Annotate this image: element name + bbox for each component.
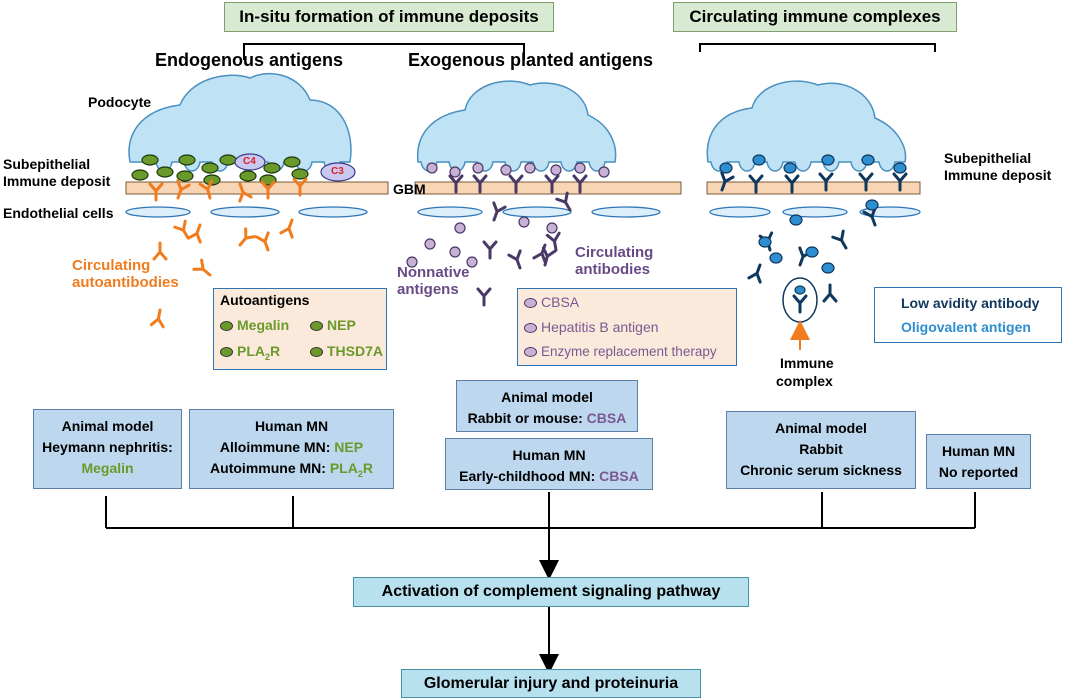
c4-complement bbox=[234, 153, 266, 171]
planted-antigens-box: CBSA Hepatitis B antigen Enzyme replacem… bbox=[517, 288, 737, 366]
green-dot-icon bbox=[310, 321, 323, 332]
purple-dot-icon bbox=[524, 298, 537, 309]
label-subepithelial-right-1: Subepithelial bbox=[944, 150, 1032, 166]
box-human-mn-endogenous: Human MN Alloimmune MN: NEP Autoimmune M… bbox=[189, 409, 394, 489]
green-dot-icon bbox=[310, 347, 323, 358]
planted-cbsa: CBSA bbox=[524, 294, 579, 310]
planted-antigens bbox=[406, 162, 610, 268]
box-animal-model-endogenous: Animal model Heymann nephritis: Megalin bbox=[33, 409, 182, 489]
endothelial-middle bbox=[417, 206, 661, 218]
gbm-right bbox=[706, 181, 921, 195]
column-endogenous: Endogenous antigens bbox=[155, 50, 344, 70]
gbm-left bbox=[125, 181, 389, 195]
label-subepithelial-right-2: Immune deposit bbox=[944, 167, 1052, 183]
endothelial-left bbox=[125, 206, 368, 218]
injury-box: Glomerular injury and proteinuria bbox=[401, 669, 701, 698]
header-in-situ: In-situ formation of immune deposits bbox=[224, 2, 554, 32]
box-animal-model-exogenous: Animal model Rabbit or mouse: CBSA bbox=[456, 380, 638, 432]
podocyte-middle bbox=[416, 80, 617, 172]
c3-complement bbox=[320, 162, 356, 182]
purple-dot-icon bbox=[524, 323, 537, 334]
activation-box: Activation of complement signaling pathw… bbox=[353, 577, 749, 607]
green-dot-icon bbox=[220, 347, 233, 358]
bracket-circulating bbox=[699, 43, 936, 52]
podocyte-left bbox=[128, 72, 352, 172]
podocyte-right bbox=[706, 80, 907, 172]
header-circulating: Circulating immune complexes bbox=[673, 2, 957, 32]
label-gbm: GBM bbox=[393, 181, 426, 197]
autoantigens-title: Autoantigens bbox=[220, 292, 310, 308]
label-nonnative-1: Nonnative bbox=[397, 264, 470, 281]
autoantigens-box: Autoantigens Megalin NEP PLA2R THSD7A bbox=[213, 288, 387, 370]
legend-box: Low avidity antibody Oligovalent antigen bbox=[874, 287, 1062, 343]
autoantigen-deposits bbox=[131, 154, 309, 186]
planted-ert: Enzyme replacement therapy bbox=[524, 344, 717, 359]
box-human-mn-exogenous: Human MN Early-childhood MN: CBSA bbox=[445, 438, 653, 490]
planted-hepb: Hepatitis B antigen bbox=[524, 319, 659, 335]
legend-low-avidity: Low avidity antibody bbox=[901, 295, 1040, 311]
autoantigen-nep: NEP bbox=[310, 317, 356, 333]
oligovalent-antigens bbox=[719, 154, 907, 274]
purple-dot-icon bbox=[524, 347, 537, 358]
label-immune-complex-1: Immune bbox=[780, 355, 834, 371]
immune-complex-circle bbox=[782, 277, 818, 323]
endothelial-right bbox=[709, 206, 921, 218]
label-circulating-auto-1: Circulating bbox=[72, 257, 151, 274]
bracket-in-situ bbox=[243, 43, 525, 60]
box-human-mn-circulating: Human MN No reported bbox=[926, 434, 1031, 489]
autoantigen-pla2r: PLA2R bbox=[220, 343, 280, 362]
planted-antibodies bbox=[448, 174, 588, 307]
label-podocyte: Podocyte bbox=[88, 94, 152, 110]
column-exogenous: Exogenous planted antigens bbox=[408, 50, 654, 70]
label-subepithelial-left-2: Immune deposit bbox=[3, 173, 111, 189]
flow-connectors bbox=[105, 492, 976, 674]
label-circulating-ab-2: antibodies bbox=[575, 261, 651, 278]
autoantigen-thsd7a: THSD7A bbox=[310, 343, 383, 359]
label-circulating-auto-2: autoantibodies bbox=[72, 274, 179, 291]
label-c4: C4 bbox=[243, 156, 256, 167]
label-subepithelial-left-1: Subepithelial bbox=[3, 156, 91, 172]
label-c3: C3 bbox=[331, 166, 344, 177]
box-animal-model-circulating: Animal model Rabbit Chronic serum sickne… bbox=[726, 411, 916, 489]
label-endothelial: Endothelial cells bbox=[3, 205, 114, 221]
label-nonnative-2: antigens bbox=[397, 281, 459, 298]
legend-oligovalent: Oligovalent antigen bbox=[901, 319, 1031, 335]
label-circulating-ab-1: Circulating bbox=[575, 244, 654, 261]
label-immune-complex-2: complex bbox=[776, 373, 833, 389]
autoantigen-megalin: Megalin bbox=[220, 317, 289, 333]
green-dot-icon bbox=[220, 321, 233, 332]
